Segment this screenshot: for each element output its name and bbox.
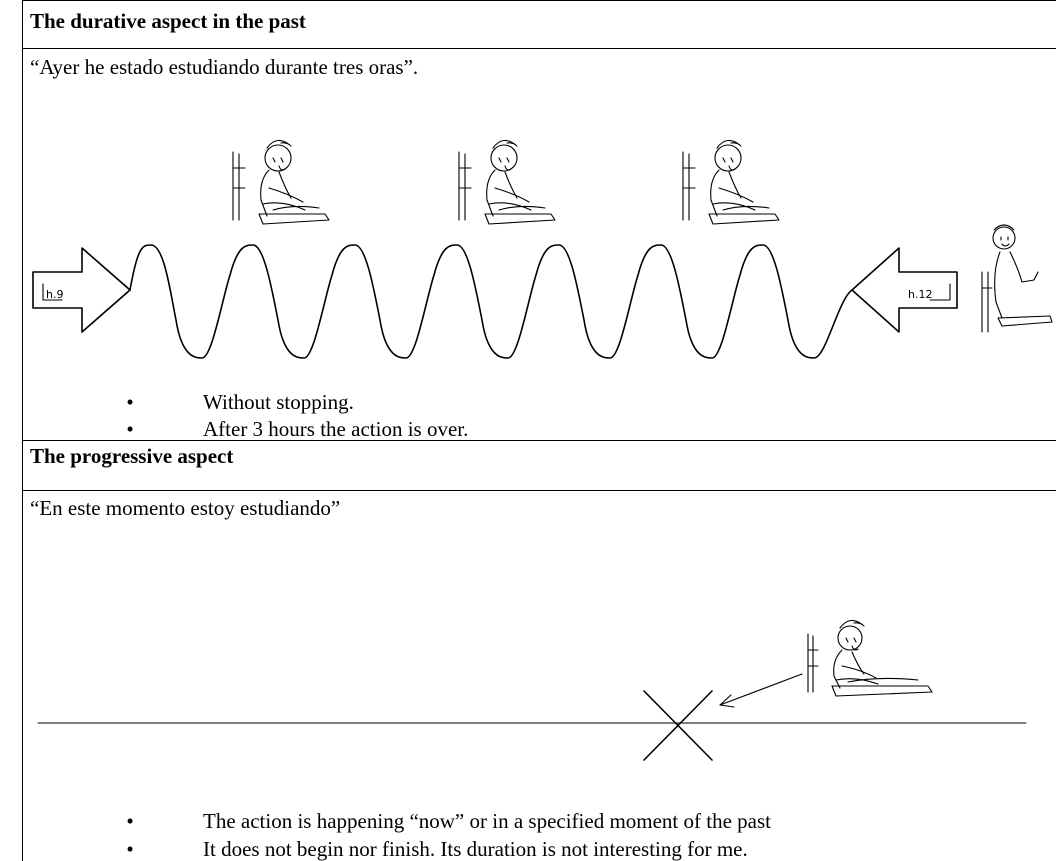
start-arrow [32,247,131,333]
finished-person-illustration [981,224,1053,333]
bullet-marker: • [126,390,134,414]
duration-wave [129,244,853,359]
studying-person-illustration [458,139,556,225]
table-border-top [22,0,1056,1]
bullet-marker: • [126,417,134,441]
start-time-label: h.9 [46,288,63,301]
table-row-divider [22,490,1056,491]
list-item-text: Without stopping. [203,390,354,414]
studying-person-illustration [682,139,780,225]
end-time-label: h.12 [908,288,932,301]
table-row-divider [22,48,1056,49]
studying-person-illustration [807,619,933,697]
bullet-marker: • [126,809,134,833]
present-moment-marker [643,690,713,761]
example-sentence-durative: “Ayer he estado estudiando durante tres … [30,55,419,79]
table-frame [22,0,1056,861]
bullet-marker: • [126,837,134,861]
list-item-text: The action is happening “now” or in a sp… [203,809,771,833]
section-heading-progressive: The progressive aspect [30,444,234,468]
studying-person-illustration [232,139,330,225]
example-sentence-progressive: “En este momento estoy estudiando” [30,496,341,520]
list-item-text: It does not begin nor finish. Its durati… [203,837,748,861]
table-row-divider [22,440,1056,441]
end-arrow [851,247,958,333]
section-heading-durative: The durative aspect in the past [30,9,306,33]
pointer-arrow [719,673,803,708]
list-item-text: After 3 hours the action is over. [203,417,469,441]
